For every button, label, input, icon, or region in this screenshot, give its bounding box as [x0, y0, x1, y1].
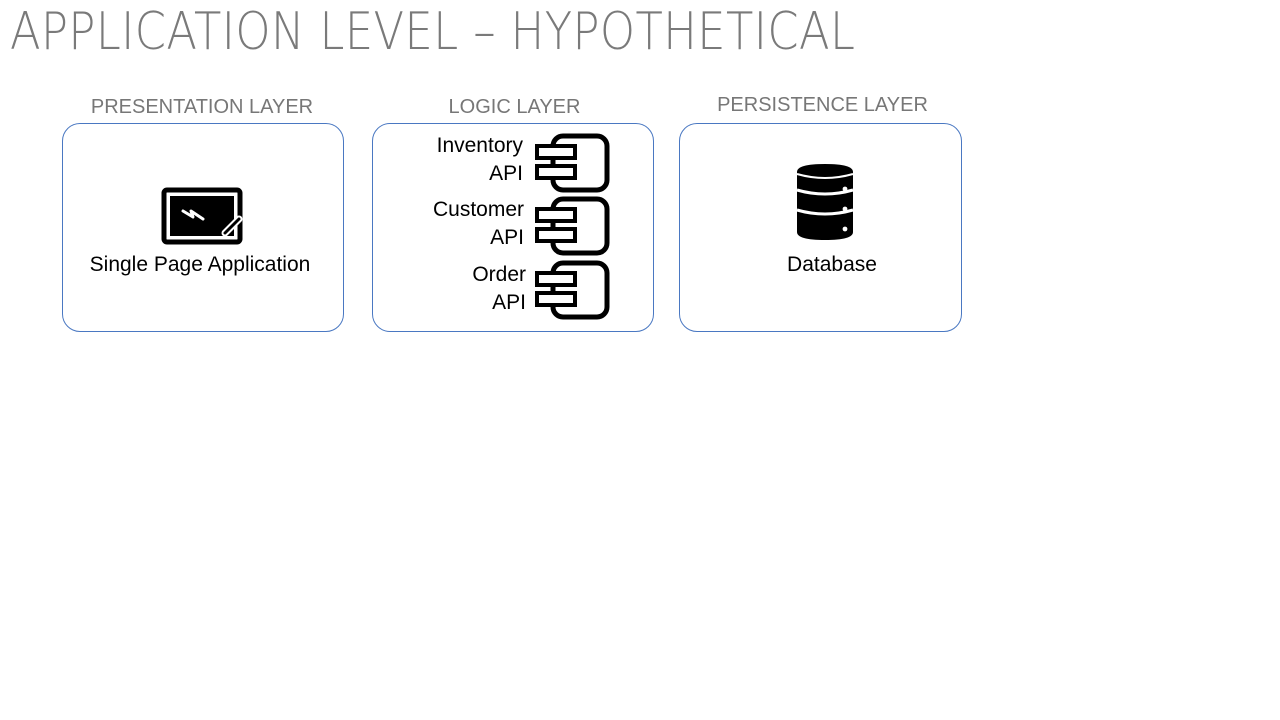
spa-caption: Single Page Application [89, 253, 311, 276]
inventory-api-suffix: API [489, 162, 523, 185]
order-component-icon [535, 260, 610, 320]
order-api-name: Order [472, 263, 526, 286]
customer-api-suffix: API [490, 226, 524, 249]
order-api-label: Order API [416, 261, 526, 317]
whiteboard-icon [161, 187, 243, 245]
database-caption: Database [787, 253, 877, 276]
customer-api-label: Customer API [414, 196, 524, 252]
customer-api-name: Customer [432, 198, 524, 221]
inventory-api-label: Inventory API [413, 132, 523, 188]
persistence-layer-label: PERSISTENCE LAYER [717, 94, 928, 116]
page-title: APPLICATION LEVEL – HYPOTHETICAL [10, 2, 856, 62]
logic-layer-label: LOGIC LAYER [448, 96, 581, 118]
inventory-component-icon [535, 133, 610, 193]
order-api-suffix: API [492, 291, 526, 314]
presentation-layer-label: PRESENTATION LAYER [90, 96, 314, 118]
customer-component-icon [535, 196, 610, 256]
inventory-api-name: Inventory [436, 134, 523, 157]
database-icon [796, 164, 854, 240]
